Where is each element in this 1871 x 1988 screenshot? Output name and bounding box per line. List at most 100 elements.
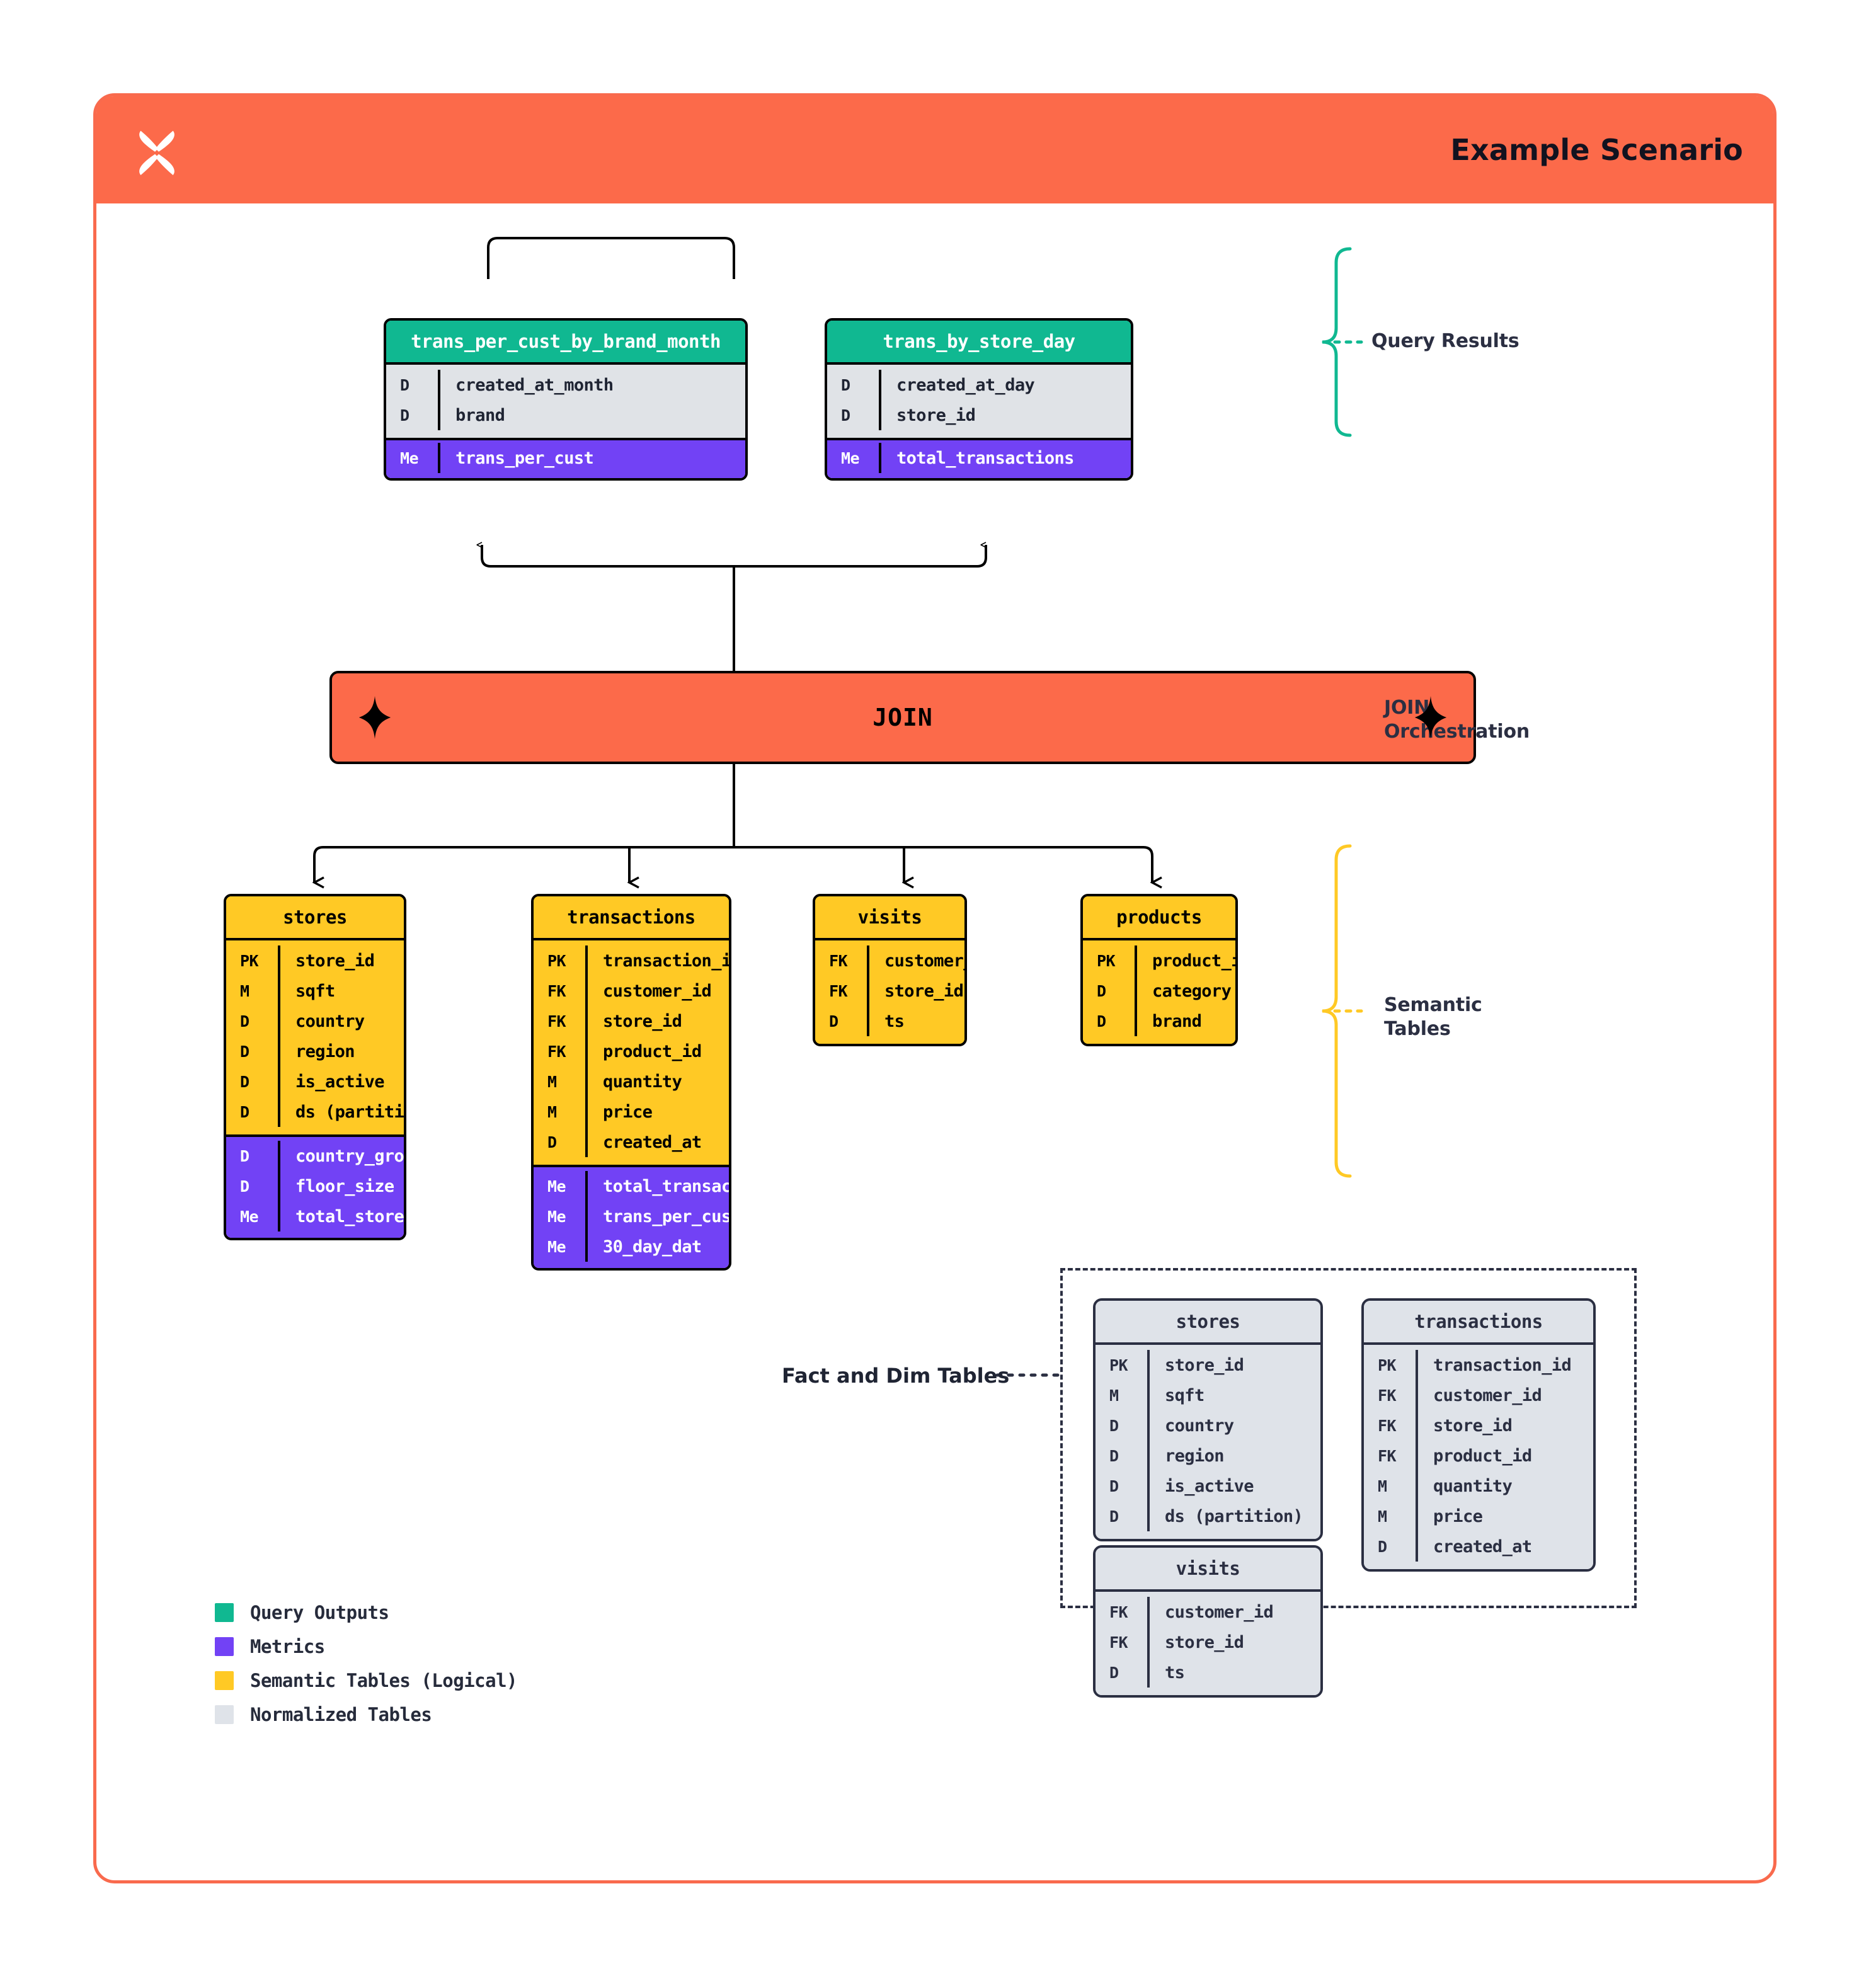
legend: Query Outputs Metrics Semantic Tables (L… bbox=[215, 1596, 518, 1732]
row-key: M bbox=[226, 976, 280, 1006]
table-row[interactable]: D store_id bbox=[827, 400, 1131, 430]
table-title: trans_per_cust_by_brand_month bbox=[386, 321, 745, 365]
row-field: created_at_month bbox=[455, 375, 614, 395]
legend-swatch-normalized-tables bbox=[215, 1705, 234, 1724]
row-key: D bbox=[386, 370, 440, 400]
row-field: category bbox=[1152, 981, 1232, 1001]
row-key: FK bbox=[1096, 1597, 1150, 1627]
row-key: D bbox=[226, 1171, 280, 1201]
row-key: D bbox=[226, 1097, 280, 1127]
row-key: D bbox=[1096, 1410, 1150, 1441]
table-row[interactable]: Me trans_per_cust bbox=[386, 443, 745, 473]
row-key: Me bbox=[386, 443, 440, 473]
table-row[interactable]: D created_at_month bbox=[386, 370, 745, 400]
row-key: PK bbox=[534, 945, 588, 976]
query-result-table-trans-by-store-day[interactable]: trans_by_store_day D created_at_day D st… bbox=[825, 318, 1133, 481]
table-title: visits bbox=[815, 896, 964, 940]
x-star-logo-icon bbox=[139, 130, 175, 175]
row-key: Me bbox=[827, 443, 881, 473]
sparkle-icon bbox=[1414, 696, 1447, 739]
legend-label: Normalized Tables bbox=[250, 1704, 432, 1725]
legend-label: Metrics bbox=[250, 1636, 325, 1657]
row-key: Me bbox=[534, 1201, 588, 1231]
row-key: D bbox=[1096, 1471, 1150, 1501]
row-key: D bbox=[226, 1006, 280, 1036]
row-field: sqft bbox=[295, 981, 335, 1001]
row-field: price bbox=[603, 1102, 653, 1122]
row-field: 30_day_dat bbox=[603, 1237, 702, 1257]
table-title: stores bbox=[226, 896, 404, 940]
table-row[interactable]: D created_at_day bbox=[827, 370, 1131, 400]
row-key: D bbox=[1083, 976, 1137, 1006]
table-row[interactable]: D brand bbox=[386, 400, 745, 430]
row-field: ts bbox=[1165, 1662, 1185, 1682]
query-result-table-trans-per-cust-by-brand-month[interactable]: trans_per_cust_by_brand_month D created_… bbox=[384, 318, 748, 481]
row-field: quantity bbox=[1433, 1476, 1513, 1496]
legend-item: Query Outputs bbox=[215, 1596, 517, 1630]
row-field: customer_id bbox=[884, 951, 964, 971]
join-orchestration-bar[interactable]: JOIN bbox=[329, 671, 1476, 764]
row-key: FK bbox=[1364, 1441, 1418, 1471]
table-row[interactable]: Me total_transactions bbox=[827, 443, 1131, 473]
table-title: transactions bbox=[534, 896, 729, 940]
row-field: ts bbox=[884, 1011, 905, 1031]
semantic-tables-group-label: Semantic Tables bbox=[1384, 993, 1482, 1041]
row-field: trans_per_cust bbox=[455, 448, 594, 468]
diagram-card: Example Scenario bbox=[93, 93, 1777, 1883]
table-row[interactable]: Dds (partition) bbox=[226, 1097, 404, 1127]
group-label-line1: JOIN bbox=[1384, 697, 1430, 719]
